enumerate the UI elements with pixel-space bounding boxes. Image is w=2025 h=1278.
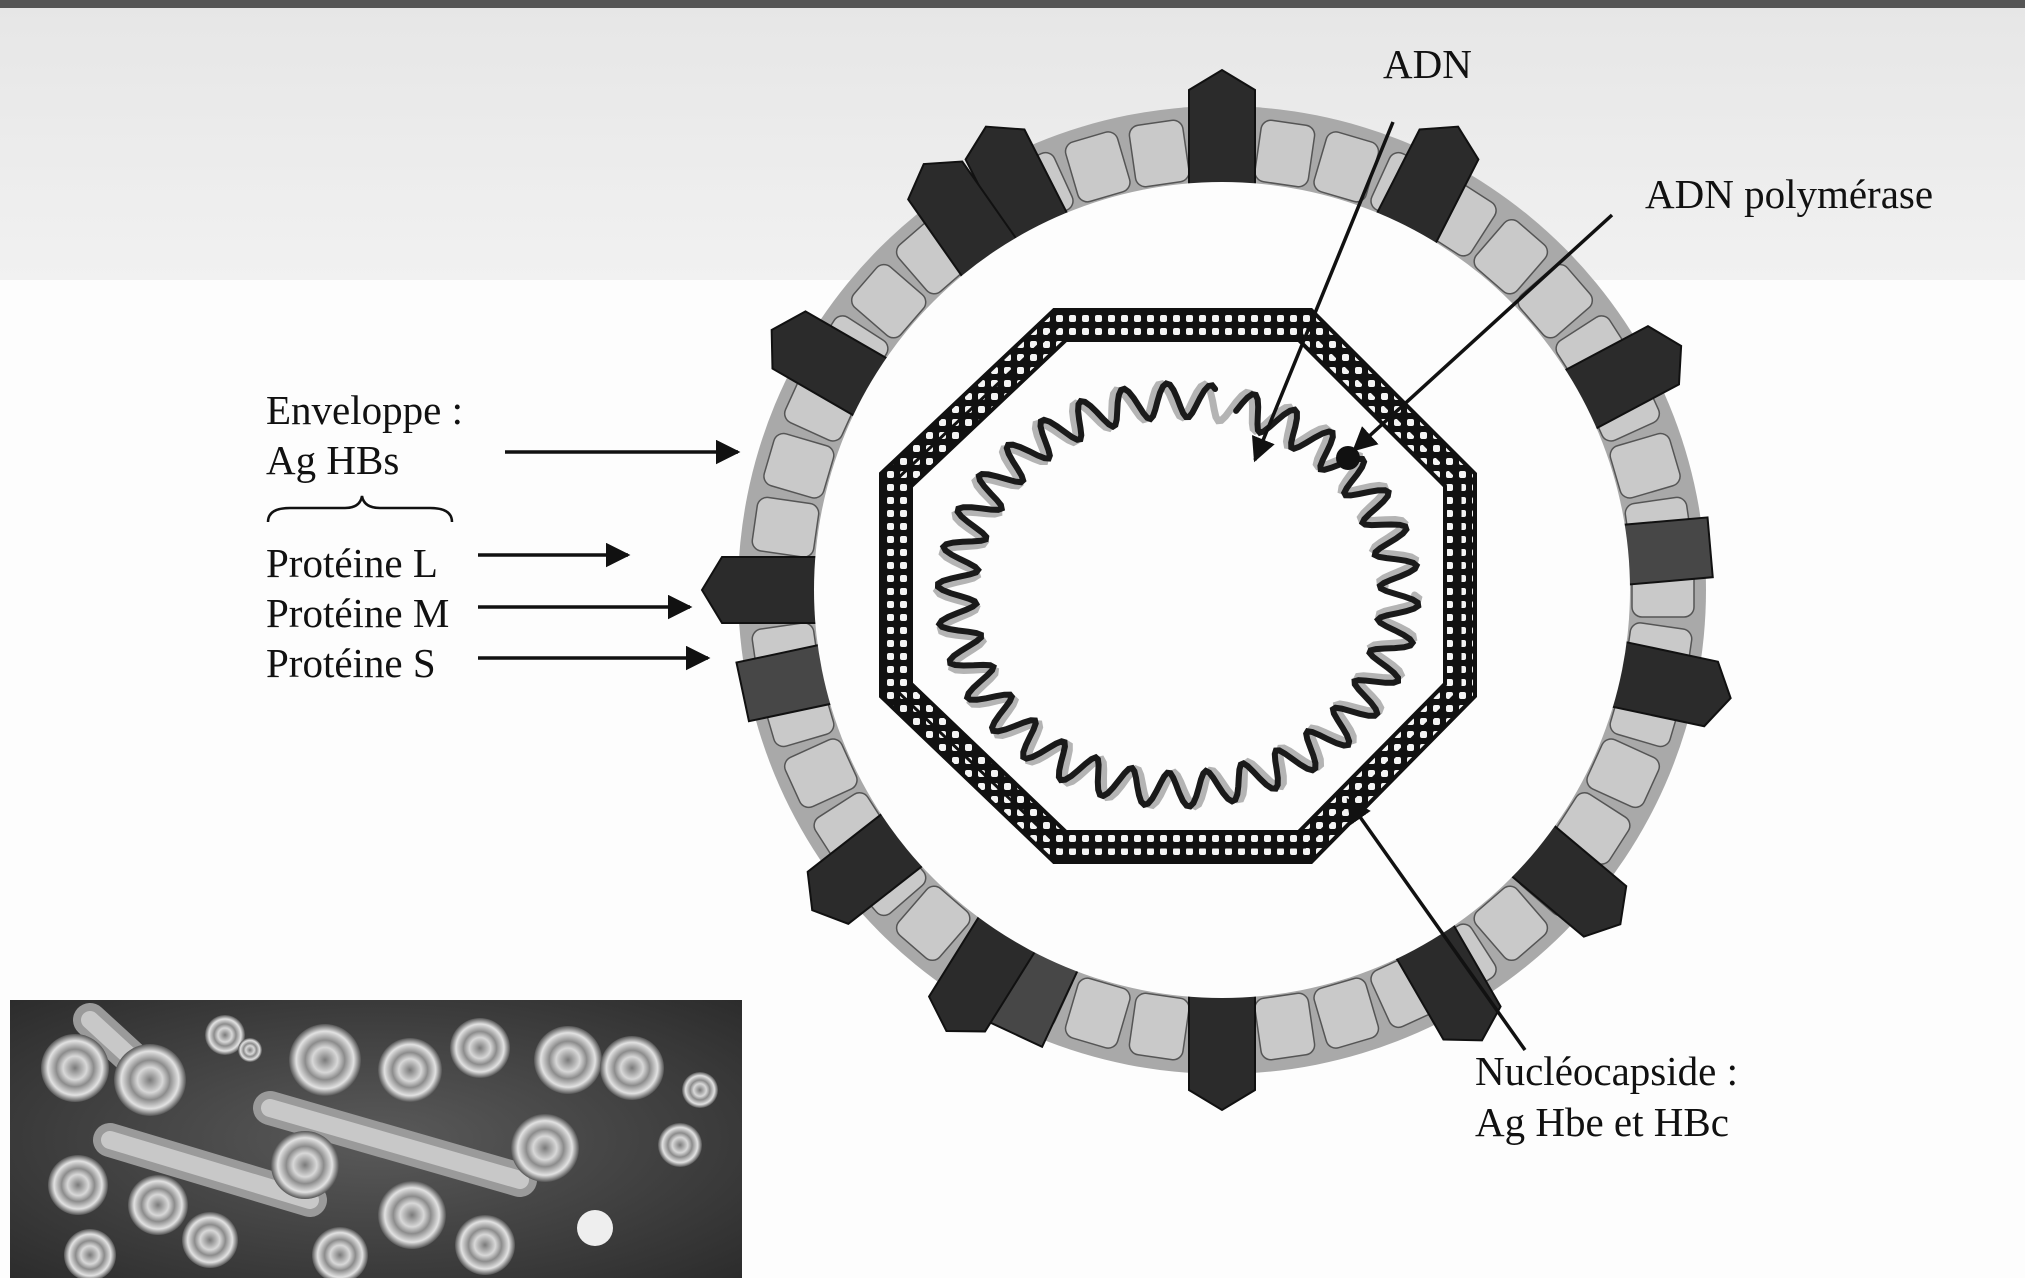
virion-particle — [378, 1038, 442, 1102]
protein-l-block — [1189, 995, 1255, 1110]
virion-particle — [450, 1018, 510, 1078]
virion-particle — [658, 1123, 702, 1167]
virion-particle — [511, 1114, 579, 1182]
protein-group-brace — [268, 496, 452, 522]
label-adn: ADN — [1383, 41, 1472, 87]
label-proteine-s: Protéine S — [266, 640, 436, 686]
label-nucleocapside: Nucléocapside : — [1475, 1048, 1738, 1094]
virion-particle — [128, 1175, 188, 1235]
virion-particle — [238, 1038, 262, 1062]
virion-particle — [41, 1034, 109, 1102]
scan-top-edge — [0, 0, 2025, 8]
virion-particle — [114, 1044, 186, 1116]
virion-particle — [271, 1131, 339, 1199]
protein-l-block — [702, 557, 817, 623]
small-particle — [577, 1210, 613, 1246]
protein-l-block — [1189, 70, 1255, 185]
envelope-cylinder — [751, 496, 820, 558]
label-adn-polymerase: ADN polymérase — [1645, 171, 1933, 217]
virion-particle — [534, 1026, 602, 1094]
virion-particle — [600, 1036, 664, 1100]
label-proteine-l: Protéine L — [266, 540, 438, 586]
envelope-cylinder — [1128, 119, 1190, 188]
virion-particle — [182, 1212, 238, 1268]
label-enveloppe: Enveloppe : — [266, 387, 463, 433]
virion-particle — [455, 1215, 515, 1275]
label-ag-hbe-hbc: Ag Hbe et HBc — [1475, 1099, 1729, 1145]
virion-particle — [48, 1155, 108, 1215]
virion-particle — [378, 1181, 446, 1249]
label-proteine-m: Protéine M — [266, 590, 449, 636]
electron-micrograph — [10, 1000, 742, 1278]
virion-particle — [289, 1024, 361, 1096]
envelope-cylinder — [1254, 992, 1316, 1061]
envelope-cylinder — [1128, 992, 1190, 1061]
virion-particle — [682, 1072, 718, 1108]
envelope-cylinder — [1254, 119, 1316, 188]
protein-m-block — [1623, 517, 1713, 584]
label-ag-hbs: Ag HBs — [266, 437, 399, 483]
